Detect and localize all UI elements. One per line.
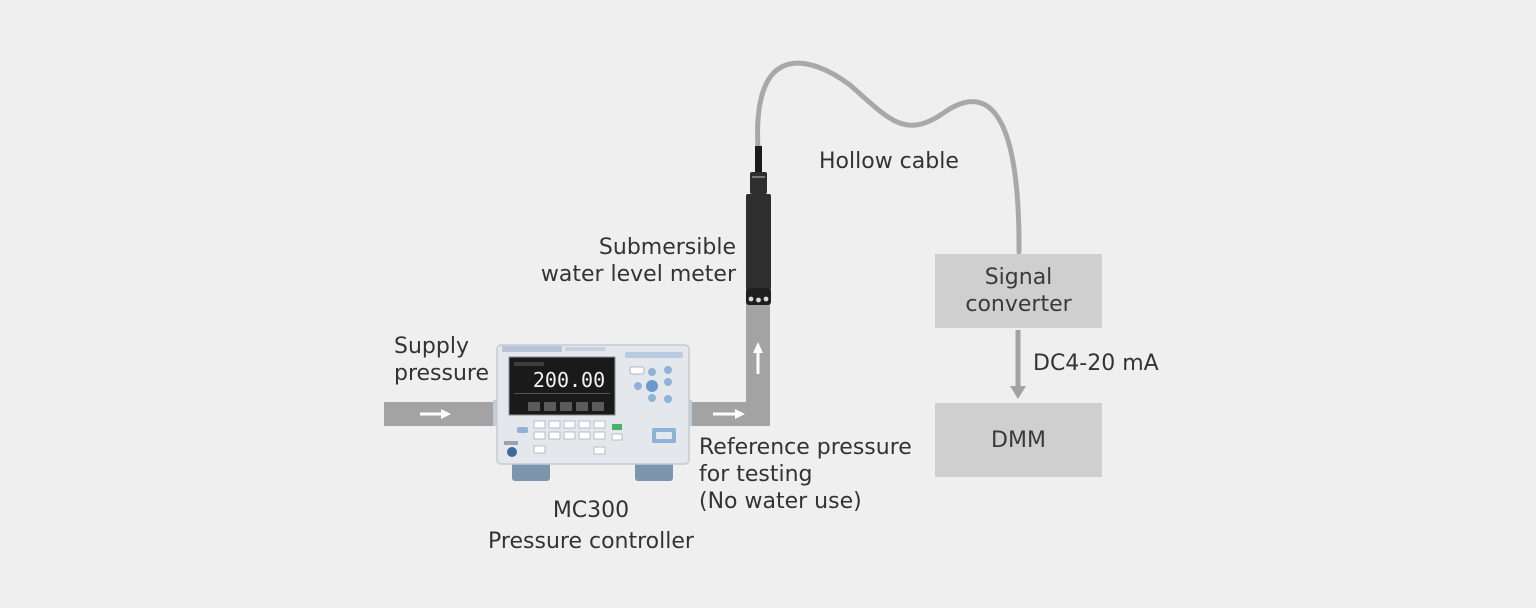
water-level-sensor (746, 146, 771, 305)
label-reference-pressure-line1: Reference pressure (699, 435, 912, 460)
label-reference-pressure-line2: for testing (699, 462, 813, 487)
device-reading: 200.00 (533, 368, 605, 392)
label-supply-pressure-line2: pressure (394, 361, 490, 386)
label-submersible-meter-line1: Submersible (598, 235, 736, 260)
dmm-box: DMM (935, 403, 1102, 477)
signal-arrow (1010, 330, 1026, 399)
signal-converter-line2: converter (965, 292, 1072, 317)
dmm-label: DMM (991, 427, 1046, 453)
label-controller-name: Pressure controller (488, 529, 694, 554)
label-supply-pressure: Supply pressure (394, 333, 489, 387)
label-hollow-cable: Hollow cable (819, 149, 959, 174)
reference-flow-arrow (713, 409, 745, 419)
label-submersible-meter-line2: water level meter (540, 262, 736, 287)
label-controller: MC300 Pressure controller (480, 495, 702, 557)
label-supply-pressure-line1: Supply (394, 334, 469, 359)
label-submersible-meter: Submersible water level meter (541, 234, 736, 288)
supply-flow-arrow (420, 409, 451, 419)
signal-converter-line1: Signal (984, 265, 1053, 290)
label-signal-output: DC4-20 mA (1033, 351, 1159, 376)
label-reference-pressure-line3: (No water use) (699, 489, 862, 514)
pressure-controller-device: 200.00 (493, 344, 692, 481)
hollow-cable (755, 60, 1022, 255)
label-controller-model: MC300 (552, 498, 630, 523)
upward-flow-arrow (753, 342, 763, 374)
signal-converter-box: Signal converter (935, 254, 1102, 328)
label-reference-pressure: Reference pressure for testing (No water… (699, 434, 912, 515)
